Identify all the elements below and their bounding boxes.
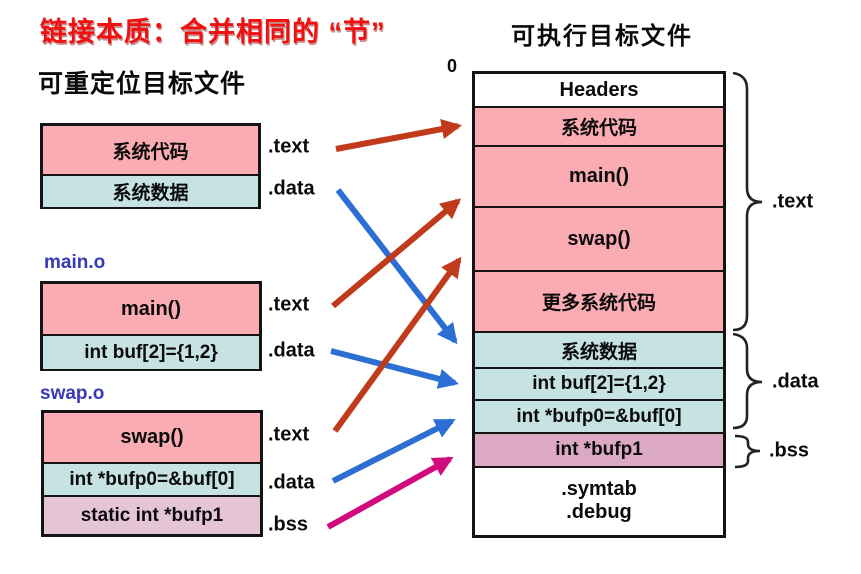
main-o-data-tag: .data xyxy=(268,339,315,362)
arrow-system-text xyxy=(335,119,463,152)
bss-section-brace xyxy=(734,434,761,469)
swap-bufp1-row: static int *bufp1 xyxy=(44,497,260,534)
executable-file-block: Headers 系统代码 main() swap() 更多系统代码 系统数据 i… xyxy=(472,71,726,538)
address-zero-label: 0 xyxy=(447,56,458,76)
main-buf-row: int buf[2]={1,2} xyxy=(43,336,259,369)
exec-text-brace-label: .text xyxy=(772,190,814,213)
exec-data-brace-label: .data xyxy=(772,370,819,393)
data-section-brace xyxy=(732,332,763,430)
exec-system-code-row: 系统代码 xyxy=(475,108,723,147)
arrow-swap-data xyxy=(331,418,456,484)
swap-o-data-tag: .data xyxy=(268,471,315,494)
exec-buf-row: int buf[2]={1,2} xyxy=(475,369,723,401)
symtab-label: .symtab xyxy=(561,478,637,500)
arrow-system-data xyxy=(335,188,458,345)
swap-func-row: swap() xyxy=(44,413,260,464)
arrow-swap-text xyxy=(332,256,462,433)
system-text-tag: .text xyxy=(268,135,310,158)
swap-bufp0-row: int *bufp0=&buf[0] xyxy=(44,464,260,497)
exec-bufp0-row: int *bufp0=&buf[0] xyxy=(475,401,723,434)
swap-o-bss-tag: .bss xyxy=(268,513,309,536)
exec-bss-brace-label: .bss xyxy=(769,439,810,462)
exec-more-system-code-row: 更多系统代码 xyxy=(475,272,723,333)
arrow-main-data xyxy=(330,348,459,389)
swap-o-filename: swap.o xyxy=(40,383,105,404)
relocatable-files-title: 可重定位目标文件 xyxy=(38,70,247,98)
main-o-filename: main.o xyxy=(44,252,106,273)
exec-system-data-row: 系统数据 xyxy=(475,333,723,369)
main-o-text-tag: .text xyxy=(268,293,310,316)
debug-label: .debug xyxy=(566,501,632,523)
swap-o-block: swap() int *bufp0=&buf[0] static int *bu… xyxy=(41,410,263,537)
exec-main-row: main() xyxy=(475,147,723,208)
executable-file-title: 可执行目标文件 xyxy=(511,23,693,50)
system-data-tag: .data xyxy=(268,177,315,200)
main-func-row: main() xyxy=(43,284,259,336)
arrow-swap-bss xyxy=(326,456,454,530)
system-object-file-block: 系统代码 系统数据 xyxy=(40,123,261,209)
text-section-brace xyxy=(732,71,763,332)
exec-swap-row: swap() xyxy=(475,208,723,272)
exec-bufp1-row: int *bufp1 xyxy=(475,434,723,468)
system-data-row: 系统数据 xyxy=(43,176,258,207)
arrow-main-text xyxy=(331,198,462,309)
headers-row: Headers xyxy=(475,74,723,108)
main-o-block: main() int buf[2]={1,2} xyxy=(40,281,262,371)
swap-o-text-tag: .text xyxy=(268,423,310,446)
exec-symtab-debug-row: .symtab .debug xyxy=(475,468,723,534)
main-title: 链接本质：合并相同的 “节” xyxy=(40,17,386,47)
system-code-row: 系统代码 xyxy=(43,126,258,176)
